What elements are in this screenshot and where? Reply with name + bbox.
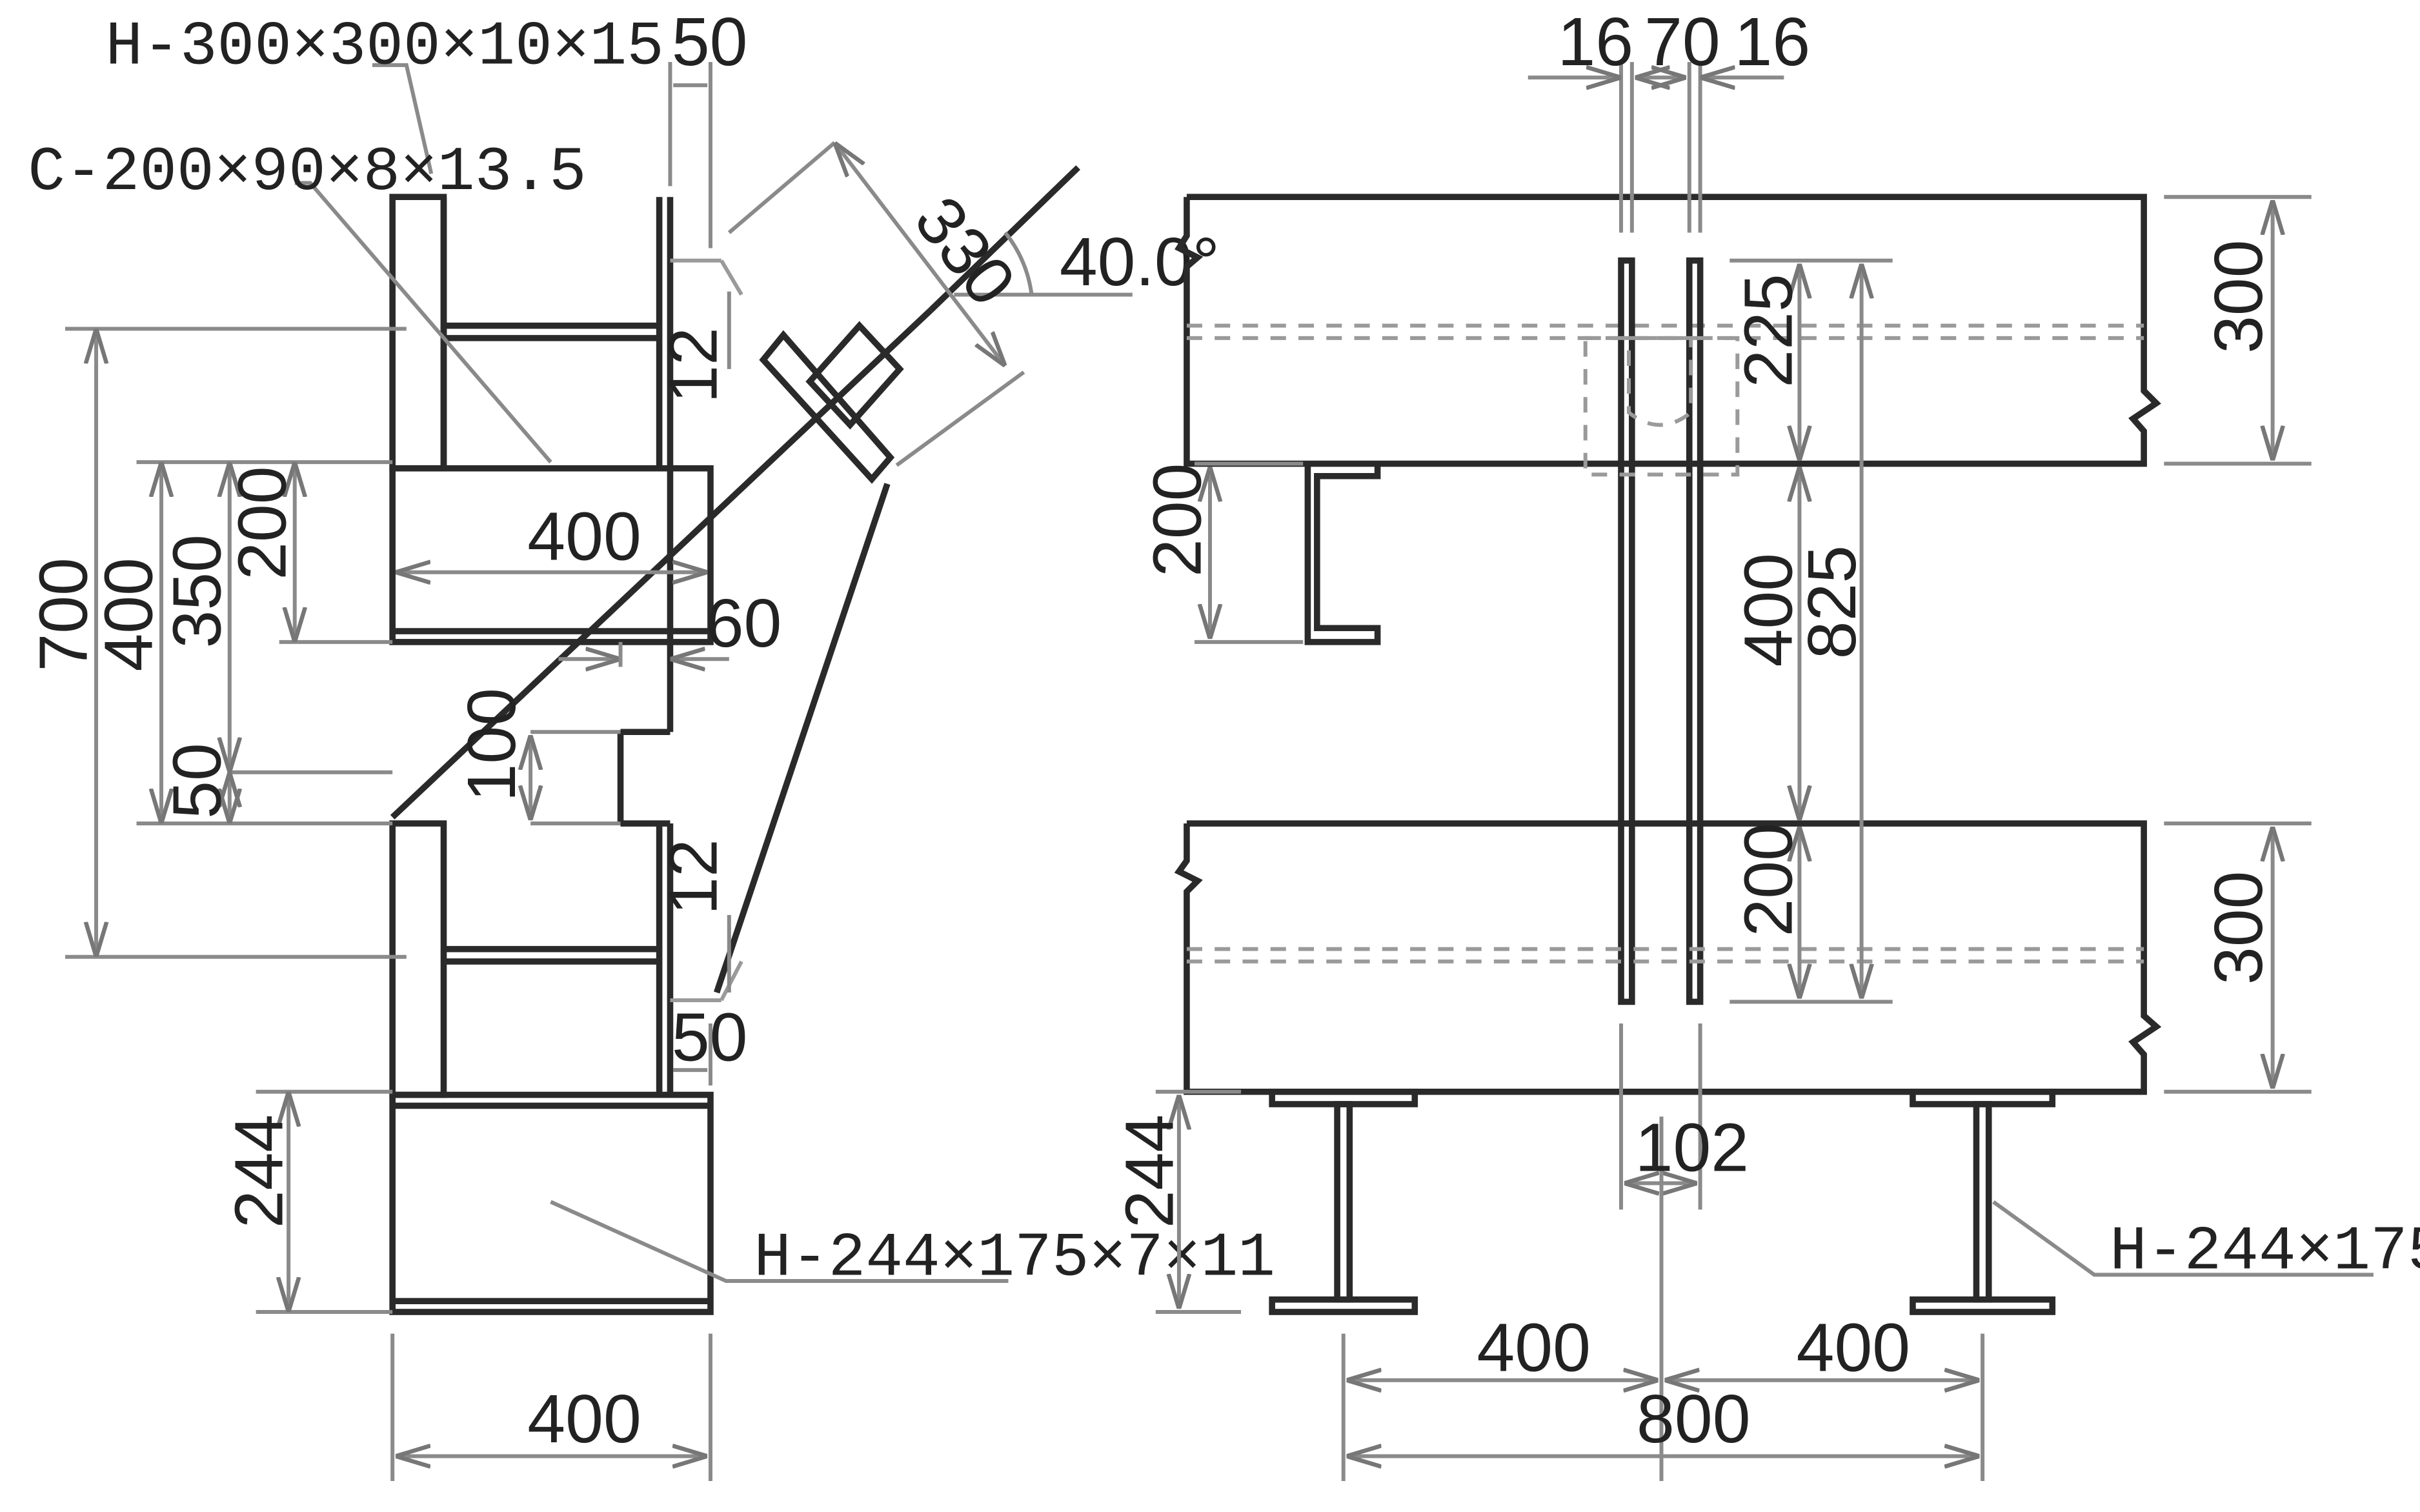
channel-elevation [1304,463,1381,645]
dim-plate-gap: 70 [1644,4,1720,80]
column-section-lower [389,820,743,1098]
dim-50-left: 50 [159,743,235,819]
support-beam-right [1910,1088,2056,1315]
vertical-plates [1583,257,1740,1005]
dim-brace-length: 330 [900,183,1031,319]
channel-member-label: C-200×90×8×13.5 [28,137,586,208]
dim-span-left: 400 [1477,1309,1590,1386]
dim-200-lower: 200 [1730,823,1806,936]
dim-channel-depth: 200 [224,466,300,580]
beam-member-label-right: H-244×175×7×11 [2110,1217,2420,1287]
dim-beam-depth-right: 244 [1111,1114,1187,1228]
lower-beam-elevation [1174,820,2162,1095]
dim-beam-300-top: 300 [2201,239,2277,353]
left-dimensions [65,62,1034,1481]
dim-gap-12-top: 12 [656,327,732,403]
dim-225: 225 [1730,274,1806,387]
dim-gap-12-bottom: 12 [656,839,732,915]
dim-plate-16-left: 16 [1557,4,1633,80]
right-view: 16 70 16 300 225 825 200 400 200 300 244… [1111,4,2420,1481]
beam-member-label-left: H-244×175×7×11 [754,1223,1275,1293]
dim-400-left: 400 [91,558,167,671]
dim-60: 60 [706,585,782,661]
dim-700: 700 [26,558,102,671]
dim-100: 100 [454,688,530,801]
dim-400-right: 400 [1730,553,1806,667]
right-dimensions [1155,62,2374,1481]
column-member-label: H-300×300×10×15 [105,12,663,83]
dim-channel-200: 200 [1140,463,1216,577]
dim-span-total: 800 [1637,1381,1750,1457]
support-beam-left [1269,1088,1418,1315]
dim-top-50: 50 [672,4,748,80]
dim-bottom-50: 50 [672,1000,748,1076]
upper-beam-elevation [1175,194,2161,467]
beam-section-left [389,1091,714,1315]
dim-350: 350 [159,534,235,648]
dim-825: 825 [1794,545,1870,659]
dim-beam-300-bottom: 300 [2201,871,2277,985]
dim-span-right: 400 [1797,1309,1910,1386]
dim-base-width: 400 [527,1381,641,1457]
connection-plate [617,641,674,827]
inclined-brace [390,165,1133,994]
dim-plate-16-right: 16 [1735,4,1811,80]
dim-beam-depth-left: 244 [221,1114,297,1228]
dim-102: 102 [1635,1109,1749,1185]
left-view: H-300×300×10×15 C-200×90×8×13.5 H-244×17… [26,4,1275,1481]
dim-channel-width: 400 [527,499,641,575]
